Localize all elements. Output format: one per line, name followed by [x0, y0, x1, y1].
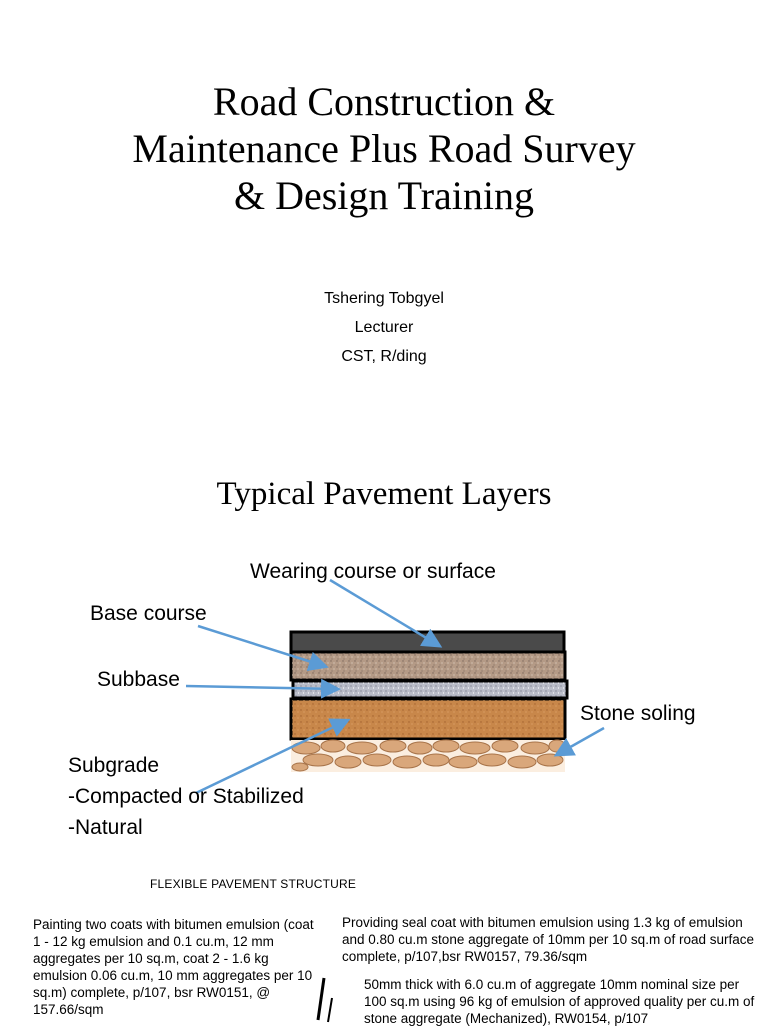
wearing-course-layer [289, 630, 566, 654]
figure-caption: FLEXIBLE PAVEMENT STRUCTURE [150, 877, 357, 891]
subbase-arrow [185, 678, 341, 699]
base-course-arrow [197, 624, 329, 671]
label-stone-soling: Stone soling [580, 702, 696, 725]
label-base-course: Base course [90, 602, 207, 625]
title-line-2: Maintenance Plus Road Survey [132, 126, 636, 171]
label-subgrade: Subgrade -Compacted or Stabilized -Natur… [68, 750, 304, 843]
wearing-course-arrow [329, 578, 443, 648]
label-wearing-course: Wearing course or surface [250, 560, 496, 583]
note-right-top: Providing seal coat with bitumen emulsio… [342, 915, 754, 964]
author-role: Lecturer [354, 319, 414, 336]
author-block: Tshering Tobgyel Lecturer CST, R/ding [0, 284, 768, 371]
label-subbase: Subbase [97, 668, 180, 691]
bracket-mark [316, 977, 333, 1023]
subgrade-arrow [195, 718, 351, 795]
stone-soling-arrow [553, 726, 605, 757]
document-title: Road Construction & Maintenance Plus Roa… [0, 78, 768, 219]
author-affiliation: CST, R/ding [341, 348, 427, 365]
label-subgrade-line-3: -Natural [68, 816, 143, 839]
title-line-3: & Design Training [233, 173, 535, 218]
stone-soling-layer [291, 739, 566, 772]
diagram-title: Typical Pavement Layers [216, 476, 552, 512]
label-subgrade-line-2: -Compacted or Stabilized [68, 785, 304, 808]
note-right-bottom: 50mm thick with 6.0 cu.m of aggregate 10… [364, 977, 755, 1026]
title-line-1: Road Construction & [212, 79, 556, 124]
author-name: Tshering Tobgyel [324, 290, 444, 307]
pavement-layers-diagram [185, 578, 605, 795]
note-left: Painting two coats with bitumen emulsion… [33, 917, 314, 1017]
label-subgrade-line-1: Subgrade [68, 754, 160, 777]
